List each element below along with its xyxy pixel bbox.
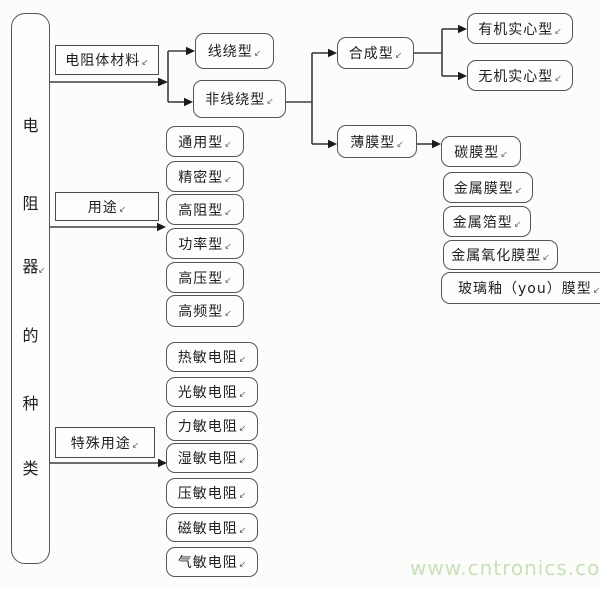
node-humidity-sensitive: 湿敏电阻↙	[166, 443, 258, 473]
node-label: 线绕型	[207, 44, 253, 60]
node-wirewound: 线绕型↙	[195, 33, 274, 69]
root-category-box: 电 阻 器 ↙ 的 种 类	[11, 13, 50, 564]
node-metal-foil: 金属箔型↙	[443, 206, 531, 237]
return-mark: ↙	[224, 275, 232, 286]
node-label: 力敏电阻	[177, 419, 238, 435]
node-label: 功率型	[178, 236, 224, 253]
node-label: 用途	[87, 199, 118, 216]
return-mark: ↙	[131, 440, 140, 451]
node-thin-film: 薄膜型↙	[337, 125, 417, 158]
node-label: 无机实心型	[478, 68, 554, 85]
node-general-purpose: 通用型↙	[166, 126, 244, 157]
node-label: 有机实心型	[478, 21, 554, 38]
node-label: 高阻型	[178, 202, 224, 219]
node-high-resistance: 高阻型↙	[166, 194, 244, 225]
return-mark: ↙	[238, 390, 247, 400]
return-mark: ↙	[238, 560, 247, 570]
return-mark: ↙	[224, 174, 232, 185]
node-glass-glaze-film: 玻璃釉（you）膜型↙	[441, 272, 600, 304]
return-mark: ↙	[513, 219, 522, 230]
node-label: 金属膜型	[453, 180, 514, 197]
node-label: 高频型	[178, 304, 224, 320]
return-mark: ↙	[238, 456, 247, 466]
node-label: 精密型	[178, 169, 224, 186]
return-mark: ↙	[224, 207, 232, 218]
return-mark: ↙	[224, 241, 232, 252]
node-high-frequency: 高频型↙	[166, 295, 244, 327]
node-photoresistor: 光敏电阻↙	[166, 377, 258, 407]
root-char: 电	[22, 116, 39, 135]
return-mark: ↙	[500, 149, 508, 160]
node-label: 气敏电阻	[177, 555, 238, 571]
node-varistor: 压敏电阻↙	[166, 478, 258, 508]
node-label: 压敏电阻	[177, 486, 238, 502]
node-label: 金属氧化膜型	[451, 248, 542, 264]
node-power-type: 功率型↙	[166, 228, 244, 259]
node-label: 湿敏电阻	[177, 451, 238, 467]
node-resistor-material: 电阻体材料↙	[55, 45, 159, 75]
node-carbon-film: 碳膜型↙	[441, 136, 521, 167]
node-label: 电阻体材料	[65, 53, 141, 69]
root-char: 类	[22, 459, 39, 478]
node-metal-oxide-film: 金属氧化膜型↙	[443, 240, 558, 270]
return-mark: ↙	[238, 424, 247, 434]
return-mark: ↙	[253, 49, 262, 59]
watermark-text: www.cntronics.com	[410, 556, 600, 580]
node-metal-film: 金属膜型↙	[443, 172, 533, 203]
node-force-sensitive: 力敏电阻↙	[166, 411, 258, 441]
return-mark: ↙	[238, 491, 247, 501]
node-label: 玻璃釉（you）膜型	[458, 281, 592, 297]
node-organic-solid: 有机实心型↙	[467, 13, 573, 44]
return-mark: ↙	[38, 266, 47, 276]
node-high-voltage: 高压型↙	[166, 262, 244, 293]
node-label: 金属箔型	[452, 214, 513, 231]
node-usage: 用途↙	[55, 192, 159, 221]
return-mark: ↙	[238, 525, 247, 536]
node-label: 薄膜型	[350, 134, 396, 151]
return-mark: ↙	[554, 26, 562, 37]
return-mark: ↙	[514, 185, 523, 196]
return-mark: ↙	[118, 204, 127, 215]
return-mark: ↙	[396, 139, 404, 150]
node-label: 高压型	[178, 270, 224, 287]
node-label: 热敏电阻	[177, 350, 238, 366]
root-char: 种	[22, 394, 39, 413]
node-label: 非线绕型	[205, 92, 266, 108]
node-label: 光敏电阻	[177, 385, 238, 401]
node-label: 通用型	[178, 134, 224, 151]
node-non-wirewound: 非线绕型↙	[193, 80, 286, 118]
return-mark: ↙	[224, 139, 232, 150]
node-precision: 精密型↙	[166, 161, 244, 192]
node-gas-sensitive: 气敏电阻↙	[166, 547, 258, 577]
return-mark: ↙	[592, 286, 600, 296]
node-label: 合成型	[348, 46, 394, 62]
return-mark: ↙	[554, 73, 562, 84]
return-mark: ↙	[238, 355, 247, 365]
node-special-usage: 特殊用途↙	[55, 427, 155, 458]
node-label: 碳膜型	[454, 144, 500, 161]
return-mark: ↙	[394, 51, 403, 61]
node-thermistor: 热敏电阻↙	[166, 342, 258, 372]
node-magnetic-sensitive: 磁敏电阻↙	[166, 513, 258, 542]
return-mark: ↙	[141, 58, 149, 68]
return-mark: ↙	[224, 309, 232, 319]
node-inorganic-solid: 无机实心型↙	[467, 60, 573, 91]
root-char: 的	[22, 326, 39, 345]
root-char: 阻	[22, 194, 39, 213]
return-mark: ↙	[266, 97, 274, 107]
return-mark: ↙	[542, 253, 550, 263]
node-label: 特殊用途	[70, 435, 131, 452]
root-char: 器	[22, 257, 39, 276]
node-composite: 合成型↙	[337, 37, 414, 69]
node-label: 磁敏电阻	[177, 520, 238, 537]
